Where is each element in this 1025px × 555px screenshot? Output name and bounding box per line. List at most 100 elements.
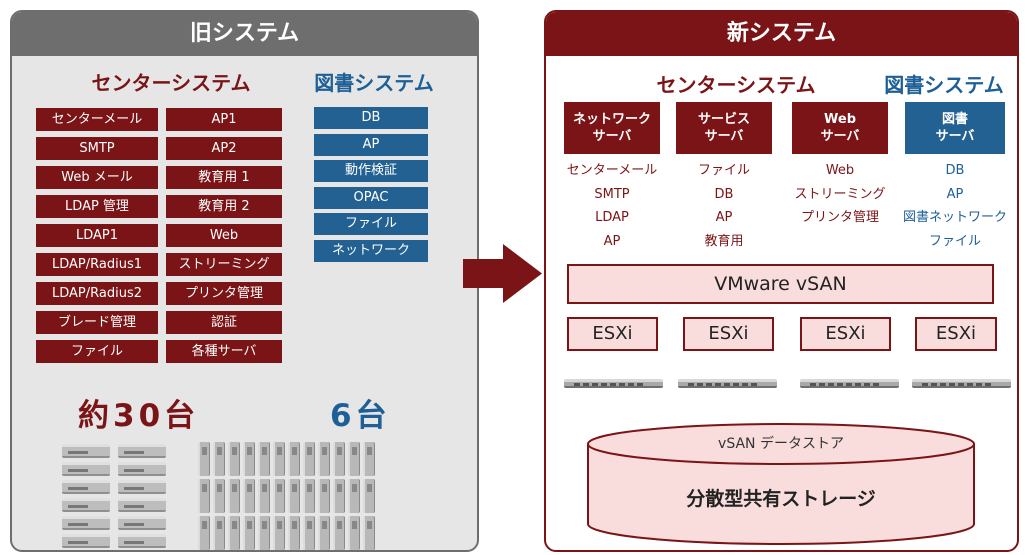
tower-server-icon <box>288 442 300 476</box>
rack-server-icon <box>678 379 777 388</box>
server-service-label: 教育用 <box>704 233 744 249</box>
tower-server-icon <box>303 442 315 476</box>
server-header-line2: サーバ <box>935 129 975 144</box>
tower-server-icon <box>258 479 270 513</box>
rack-server-icon <box>62 480 110 494</box>
rack-server-icon <box>62 498 110 512</box>
tower-server-icon <box>213 516 225 550</box>
old-center-service-box: Web メール <box>36 166 158 189</box>
old-library-service-box: OPAC <box>314 186 428 209</box>
esxi-box: ESXi <box>567 317 658 351</box>
rack-server-icon <box>118 534 166 548</box>
old-center-count: 約30台 <box>78 398 200 434</box>
tower-server-icon <box>348 442 360 476</box>
server-header-box: サービスサーバ <box>676 102 772 154</box>
old-center-service-box: 各種サーバ <box>166 340 282 363</box>
rack-server-icon <box>62 516 110 530</box>
old-center-service-box: LDAP/Radius1 <box>36 253 158 276</box>
tower-server-icon <box>243 479 255 513</box>
physical-servers <box>546 12 1017 550</box>
server-service-label: DB <box>945 163 965 178</box>
tower-server-icon <box>273 479 285 513</box>
tower-server-icon <box>363 516 375 550</box>
tower-server-icon <box>258 442 270 476</box>
tower-server-icon <box>318 516 330 550</box>
server-header-line1: 図書 <box>941 112 968 127</box>
tower-server-icon <box>318 442 330 476</box>
old-server-farm <box>12 12 477 550</box>
tower-server-icon <box>363 442 375 476</box>
server-service-label: AP <box>603 233 621 249</box>
distributed-storage-cylinder-icon <box>587 423 975 545</box>
old-center-service-box: ファイル <box>36 340 158 363</box>
old-center-service-box: LDAP 管理 <box>36 195 158 218</box>
old-center-service-box: センターメール <box>36 108 158 131</box>
tower-server-icon <box>228 442 240 476</box>
rack-server-icon <box>800 379 899 388</box>
server-service-label: AP <box>946 186 964 202</box>
right-arrow-icon <box>463 244 542 303</box>
rack-server-icon <box>564 379 663 388</box>
rack-server-icon <box>118 480 166 494</box>
server-service-label: ファイル <box>697 163 750 178</box>
tower-server-icon <box>198 516 210 550</box>
tower-server-icon <box>288 516 300 550</box>
tower-server-icon <box>243 516 255 550</box>
server-header-line2: サーバ <box>820 129 860 144</box>
server-header-line1: ネットワーク <box>572 112 651 127</box>
tower-server-icon <box>348 516 360 550</box>
server-service-label: ファイル <box>928 233 981 249</box>
tower-server-icon <box>333 516 345 550</box>
rack-server-icon <box>912 379 1011 388</box>
tower-server-icon <box>363 479 375 513</box>
tower-server-icon <box>288 479 300 513</box>
esxi-box: ESXi <box>683 317 774 351</box>
old-center-system-title: センターシステム <box>91 71 251 95</box>
tower-server-icon <box>213 442 225 476</box>
old-center-service-box: 教育用 2 <box>166 195 282 218</box>
server-header-box: Web サーバ <box>792 102 888 154</box>
old-library-service-box: ネットワーク <box>314 239 428 262</box>
tower-server-icon <box>198 479 210 513</box>
new-center-system-title: センターシステム <box>656 73 816 97</box>
vsan-datastore-label: vSAN データストア <box>718 436 844 452</box>
esxi-box: ESXi <box>800 317 891 351</box>
tower-server-icon <box>228 479 240 513</box>
old-library-service-box: AP <box>314 133 428 156</box>
rack-server-icon <box>118 498 166 512</box>
old-library-count: 6台 <box>330 398 391 434</box>
tower-server-icon <box>318 479 330 513</box>
rack-server-icon <box>62 444 110 458</box>
tower-server-icon <box>273 516 285 550</box>
tower-server-icon <box>258 516 270 550</box>
server-service-label: 図書ネットワーク <box>902 210 1007 225</box>
old-system-title: 旧システム <box>12 12 477 56</box>
tower-server-icon <box>243 442 255 476</box>
new-system-title: 新システム <box>546 12 1017 56</box>
old-library-system-title: 図書システム <box>314 71 434 95</box>
server-service-label: センターメール <box>566 163 658 178</box>
old-center-service-box: AP2 <box>166 137 282 160</box>
tower-server-icon <box>333 442 345 476</box>
server-header-box: ネットワークサーバ <box>564 102 660 154</box>
old-library-service-box: 動作検証 <box>314 160 428 182</box>
tower-server-icon <box>198 442 210 476</box>
tower-server-icon <box>228 516 240 550</box>
tower-server-icon <box>303 516 315 550</box>
server-header-box: 図書サーバ <box>905 102 1005 154</box>
distributed-storage-label: 分散型共有ストレージ <box>686 488 876 510</box>
old-library-service-box: ファイル <box>314 213 428 235</box>
old-center-service-box: 教育用 1 <box>166 166 282 189</box>
tower-server-icon <box>333 479 345 513</box>
server-header-line1: Web <box>824 112 856 127</box>
server-service-label: プリンタ管理 <box>800 210 879 225</box>
rack-server-icon <box>118 462 166 476</box>
tower-server-icon <box>303 479 315 513</box>
old-center-service-box: LDAP/Radius2 <box>36 282 158 305</box>
server-header-line2: サーバ <box>704 129 744 144</box>
